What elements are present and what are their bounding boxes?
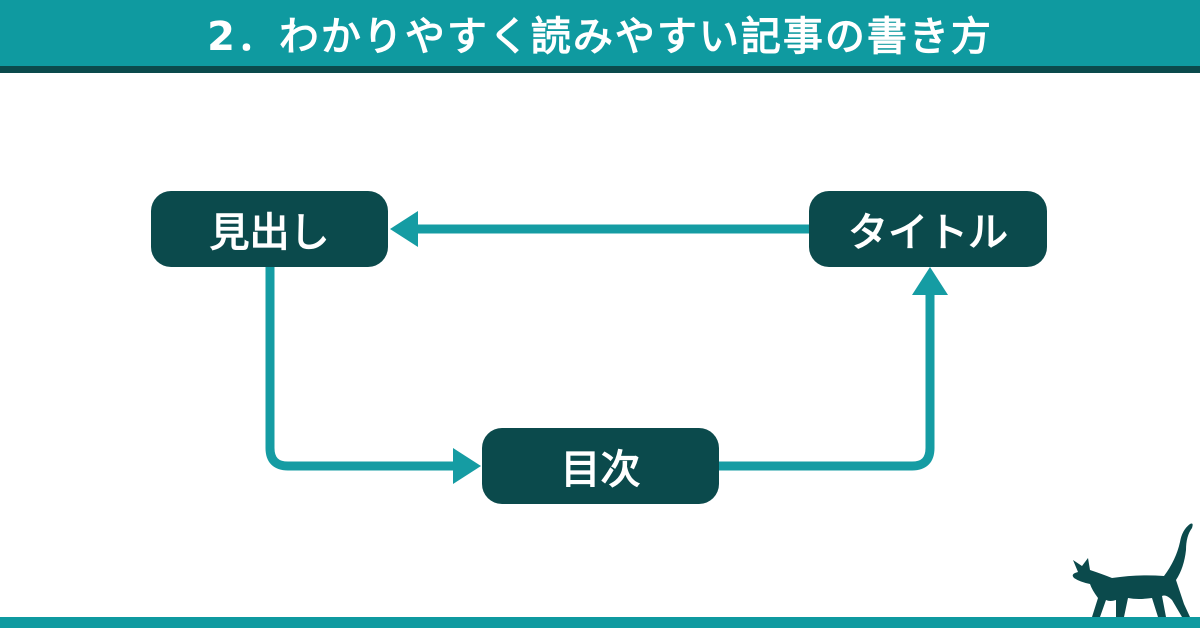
page-title: 2．わかりやすく読みやすい記事の書き方 (207, 14, 993, 60)
cat-icon (1072, 523, 1193, 617)
node-mokuji: 目次 (482, 428, 719, 504)
header-underline (0, 66, 1200, 73)
arrow-midashi-to-mokuji (265, 267, 457, 471)
node-midashi: 見出し (151, 191, 388, 267)
header-bar: 2．わかりやすく読みやすい記事の書き方 (0, 0, 1200, 66)
footer-bar (0, 617, 1200, 628)
arrowhead-left (390, 211, 418, 247)
arrowhead-right (453, 448, 481, 484)
arrowhead-up (912, 267, 948, 295)
node-title: タイトル (809, 191, 1047, 267)
arrow-mokuji-to-title (719, 294, 935, 471)
